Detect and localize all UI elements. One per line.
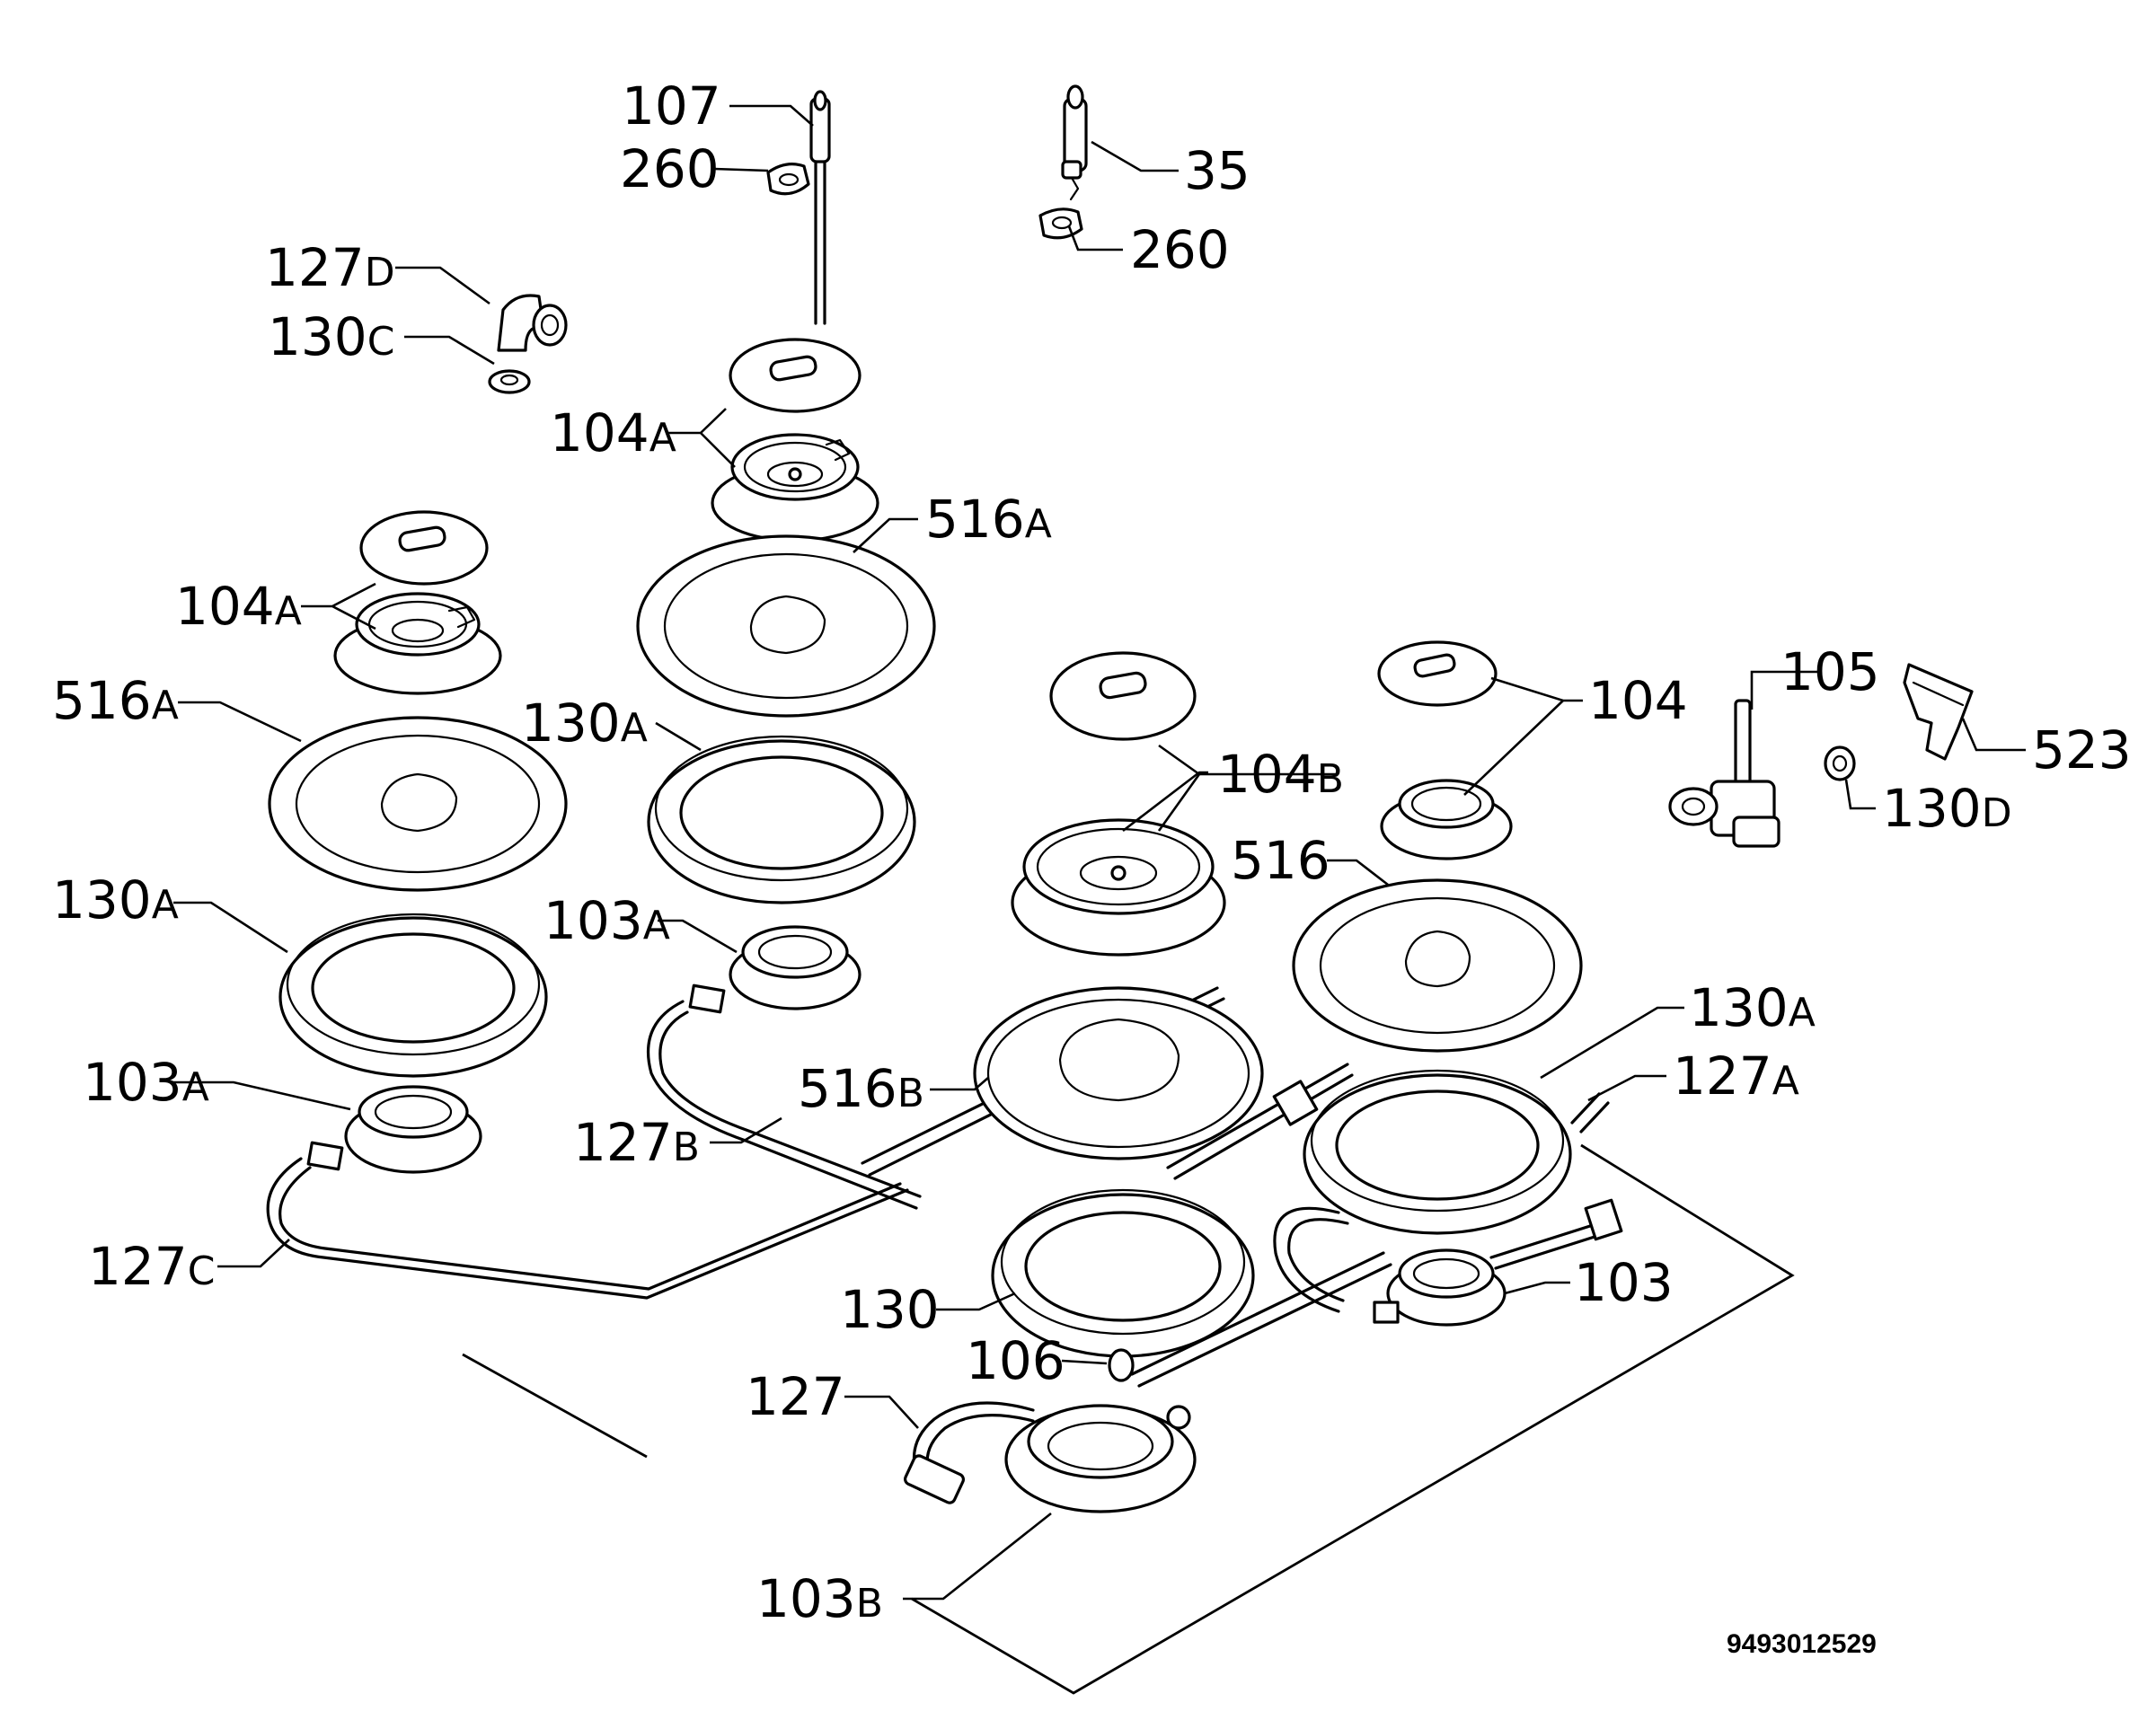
gas-pipes [266,986,1623,1504]
label-103b: 103B [756,1568,883,1629]
burner-crown-104a-top [711,433,879,542]
thermocouple-107 [809,90,831,325]
ring-130 [991,1188,1255,1358]
label-130c: 130C [268,306,394,367]
injector-106 [1108,1348,1135,1382]
washer-130c [488,369,531,394]
label-130a-left: 130A [52,869,179,931]
gas-tap-105 [1668,699,1780,848]
label-35: 35 [1184,140,1250,201]
label-104b: 104B [1217,744,1344,805]
label-130a-center: 130A [521,692,648,754]
label-105: 105 [1780,641,1880,702]
clip-260-left [766,163,810,196]
label-260-right: 260 [1130,219,1230,280]
label-516b: 516B [798,1058,924,1119]
bracket-523 [1903,663,1974,761]
label-127d: 127D [265,237,395,298]
label-260-left: 260 [620,138,720,199]
clip-260-right [1038,207,1083,240]
label-516a-left: 516A [52,670,179,731]
label-130d: 130D [1882,778,2012,839]
burner-cap-104b [1049,651,1197,741]
ring-130a-center [647,735,916,904]
ignition-electrode-35 [1061,84,1088,201]
burner-cap-104a-left [359,510,489,586]
pan-support-516a-left [268,716,568,892]
ring-130a-right [1303,1069,1572,1235]
label-127: 127 [746,1366,845,1427]
label-103a-center: 103A [543,890,670,951]
leader-lines [171,104,2026,1601]
label-104: 104 [1588,670,1688,731]
label-127b: 127B [573,1112,700,1173]
ring-130a-left [278,913,548,1078]
burner-cap-104a-top [729,338,862,413]
label-127c: 127C [88,1236,215,1297]
washer-130d [1824,745,1856,781]
burner-cap-104 [1377,640,1498,707]
label-106: 106 [966,1330,1065,1391]
burner-base-103 [1373,1248,1507,1327]
label-523: 523 [2032,719,2132,781]
pan-support-516 [1292,878,1583,1053]
burner-crown-104a-left [333,592,502,695]
burner-crown-104 [1380,779,1513,860]
label-130: 130 [840,1279,940,1340]
pan-support-516a-center [636,534,936,718]
label-130a-right: 130A [1689,977,1816,1038]
label-107: 107 [622,75,721,137]
label-127a: 127A [1673,1045,1799,1107]
elbow-127d [497,294,568,352]
pan-support-516b [973,986,1264,1160]
burner-base-103a-center [688,925,862,1014]
label-516a-top: 516A [925,489,1052,550]
label-104a-left: 104A [175,576,302,637]
document-number: 9493012529 [1727,1629,1877,1659]
burner-crown-104b [1011,818,1226,957]
hob-outline [462,1143,1795,1695]
reference-labels: 107 260 35 260 127D 130C 104A 516A 104A … [52,75,2132,1629]
label-516: 516 [1231,830,1330,891]
label-103a-left: 103A [83,1052,209,1113]
label-103: 103 [1574,1252,1674,1313]
burner-base-103a-left [306,1085,482,1174]
label-104a-top: 104A [550,402,676,463]
burner-base-103b [1004,1404,1197,1513]
